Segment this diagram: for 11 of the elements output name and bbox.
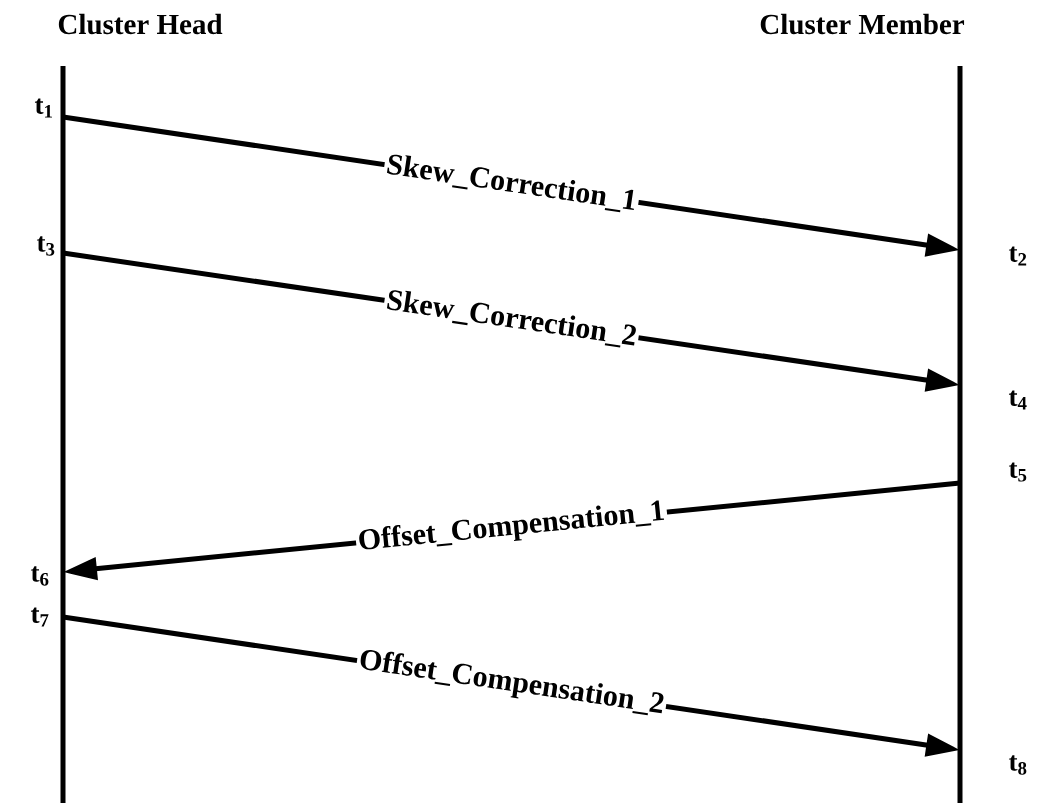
time-label: t$_{8}$	[1009, 755, 1027, 775]
time-label: t$_{2}$	[1009, 246, 1027, 266]
edge-label: Offset_Compensation_1	[354, 496, 669, 559]
time-label: t$_{7}$	[30, 607, 49, 627]
time-label: t$_{4}$	[1009, 390, 1027, 410]
time-label: t$_{3}$	[36, 236, 55, 256]
time-label: t$_{1}$	[34, 98, 52, 118]
lifeline-heading: Cluster Head	[58, 13, 223, 35]
lifeline-heading: Cluster Member	[760, 13, 965, 35]
time-label: t$_{6}$	[30, 566, 49, 586]
time-label: t$_{5}$	[1009, 462, 1027, 482]
